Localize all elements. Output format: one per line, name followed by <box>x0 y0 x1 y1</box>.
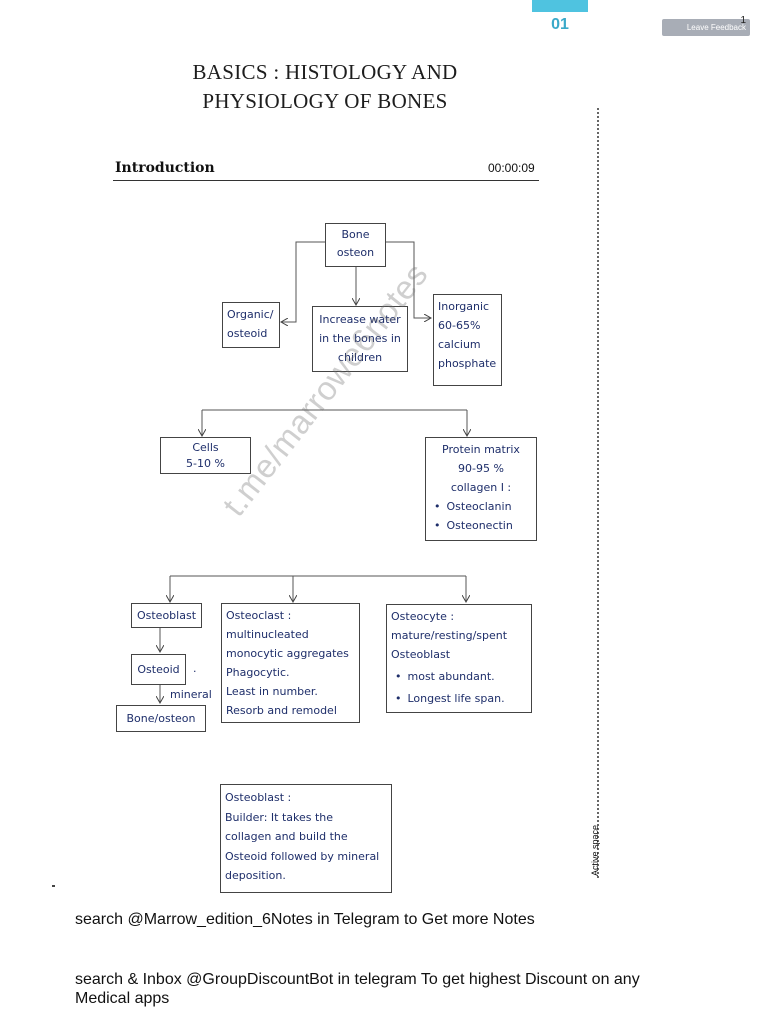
bone-osteon-result-box: Bone/osteon <box>116 705 206 732</box>
title-line-2: PHYSIOLOGY OF BONES <box>202 89 448 113</box>
osteoid-box: Osteoid <box>131 654 186 685</box>
box-line: in the bones in <box>319 332 401 345</box>
box-line: Cells <box>192 441 219 454</box>
osteocyte-box: Osteocyte : mature/resting/spent Osteobl… <box>386 604 532 713</box>
video-timestamp[interactable]: 00:00:09 <box>488 161 535 175</box>
box-line: Osteoblast : <box>225 791 292 804</box>
box-line: collagen I : <box>450 481 512 494</box>
box-line: Phagocytic. <box>226 666 290 679</box>
box-line: collagen and build the <box>225 830 348 843</box>
protein-matrix-box: Protein matrix 90-95 % collagen I : Oste… <box>425 437 537 541</box>
page-title: BASICS : HISTOLOGY AND PHYSIOLOGY OF BON… <box>130 58 520 116</box>
box-line: 5-10 % <box>186 457 225 470</box>
box-line: Inorganic <box>438 300 490 313</box>
bullet-item: Osteoclanin <box>430 497 532 516</box>
bullet-item: Longest life span. <box>391 689 527 708</box>
box-line: deposition. <box>225 869 286 882</box>
mineral-label: mineral <box>170 688 212 701</box>
active-space-divider <box>597 108 599 878</box>
box-line: mature/resting/spent <box>391 629 508 642</box>
box-line: Bone <box>341 228 370 241</box>
footer-discount-bot: search & Inbox @GroupDiscountBot in tele… <box>75 971 640 1007</box>
inorganic-box: Inorganic 60-65% calcium phosphate <box>433 294 502 386</box>
bullet-item: Osteonectin <box>430 516 532 535</box>
box-line: phosphate <box>438 357 497 370</box>
box-line: Builder: It takes the <box>225 810 334 824</box>
box-line: Increase water <box>319 313 401 326</box>
box-line: Osteoid <box>137 663 180 676</box>
box-line: Organic/ <box>227 308 274 321</box>
box-line: Osteoblast <box>136 609 197 622</box>
leave-feedback-button[interactable]: Leave Feedback 1 <box>662 15 750 36</box>
osteoclast-box: Osteoclast : multinucleated monocytic ag… <box>221 603 360 723</box>
box-line: Resorb and remodel <box>226 704 337 717</box>
bullet-item: most abundant. <box>391 667 527 686</box>
bone-osteon-box: Bone osteon <box>325 223 386 267</box>
box-line: monocytic aggregates <box>226 647 349 660</box>
box-line: Bone/osteon <box>126 712 196 725</box>
organic-box: Organic/ osteoid <box>222 302 280 348</box>
section-heading: Introduction <box>115 160 215 176</box>
title-line-1: BASICS : HISTOLOGY AND <box>192 60 458 84</box>
box-line: 60-65% <box>438 319 481 332</box>
box-line: multinucleated <box>226 628 309 641</box>
box-line: Osteoclast : <box>226 609 292 622</box>
box-line: Osteoid followed by mineral <box>225 849 380 863</box>
box-line: children <box>337 351 383 364</box>
box-line: osteon <box>336 246 375 259</box>
page-tab-marker <box>532 0 588 12</box>
box-line: Osteocyte : <box>391 610 455 623</box>
corner-page-number: 1 <box>740 15 746 26</box>
footer-telegram-notes: search @Marrow_edition_6Notes in Telegra… <box>75 911 535 928</box>
box-line: Least in number. <box>226 685 318 698</box>
feedback-label: Leave Feedback <box>686 23 746 32</box>
box-line: calcium <box>438 338 481 351</box>
dot-mark: . <box>193 662 197 675</box>
box-line: Protein matrix <box>442 443 520 456</box>
page-number: 01 <box>551 16 569 33</box>
stray-mark <box>52 885 55 887</box>
arrow-to-organic <box>281 241 326 322</box>
box-line: Osteoblast <box>391 648 451 661</box>
arrow-to-inorganic <box>385 241 431 318</box>
water-box: Increase water in the bones in children <box>312 306 408 372</box>
osteoblast-box: Osteoblast <box>131 603 202 628</box>
osteoblast-note-box: Osteoblast : Builder: It takes the colla… <box>220 784 392 893</box>
cells-box: Cells 5-10 % <box>160 437 251 474</box>
box-line: 90-95 % <box>458 462 504 475</box>
heading-divider <box>113 180 539 181</box>
box-line: osteoid <box>227 327 268 340</box>
